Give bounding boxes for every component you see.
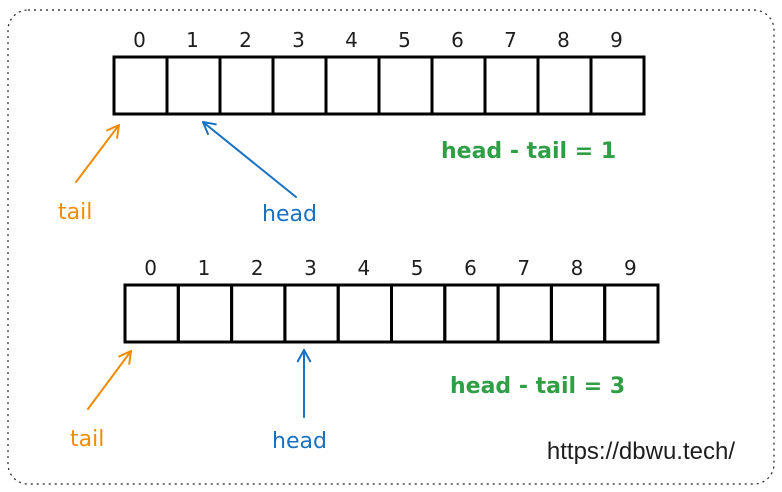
tail-label: tail bbox=[70, 427, 104, 452]
tail-arrow-head bbox=[106, 124, 120, 139]
tail-label: tail bbox=[58, 200, 92, 225]
head-arrow bbox=[202, 121, 297, 198]
index-label: 9 bbox=[624, 256, 637, 280]
array-cell bbox=[483, 55, 540, 116]
array-cell bbox=[496, 283, 553, 344]
array-cell bbox=[123, 283, 180, 344]
dashed-frame bbox=[7, 9, 775, 485]
array-cell bbox=[283, 283, 340, 344]
array-cell bbox=[377, 55, 434, 116]
index-label: 8 bbox=[557, 28, 570, 52]
index-label: 7 bbox=[504, 28, 517, 52]
head-label: head bbox=[262, 202, 317, 227]
index-label: 2 bbox=[239, 28, 252, 52]
index-label: 4 bbox=[357, 256, 370, 280]
index-label: 3 bbox=[304, 256, 317, 280]
array-cell bbox=[271, 55, 328, 116]
array-cell bbox=[390, 283, 447, 344]
array-cell bbox=[324, 55, 381, 116]
equation-label: head - tail = 1 bbox=[441, 139, 616, 164]
index-label: 8 bbox=[571, 256, 584, 280]
equation-label: head - tail = 3 bbox=[450, 374, 625, 399]
index-label: 4 bbox=[345, 28, 358, 52]
index-label: 6 bbox=[451, 28, 464, 52]
index-label: 1 bbox=[186, 28, 199, 52]
watermark-url: https://dbwu.tech/ bbox=[547, 438, 735, 465]
array-cell bbox=[603, 283, 660, 344]
index-label: 2 bbox=[251, 256, 264, 280]
index-label: 7 bbox=[517, 256, 530, 280]
array-cell bbox=[230, 283, 287, 344]
index-label: 6 bbox=[464, 256, 477, 280]
index-label: 0 bbox=[133, 28, 146, 52]
index-label: 1 bbox=[198, 256, 211, 280]
array-cell bbox=[536, 55, 593, 116]
tail-arrow bbox=[75, 124, 120, 183]
index-label: 0 bbox=[144, 256, 157, 280]
array-cell bbox=[443, 283, 500, 344]
head-label: head bbox=[272, 429, 327, 454]
tail-arrow bbox=[87, 350, 132, 410]
array-diagram-1: 0 1 2 3 4 5 6 7 8 9 tail head head - tail = 1 bbox=[58, 28, 646, 227]
array-cell bbox=[589, 55, 646, 116]
index-label: 9 bbox=[610, 28, 623, 52]
array-cell bbox=[165, 55, 222, 116]
array-cell bbox=[336, 283, 394, 344]
array-cell bbox=[112, 55, 169, 116]
tail-arrow-head bbox=[118, 350, 132, 365]
array-cell bbox=[176, 283, 234, 344]
index-label: 5 bbox=[398, 28, 411, 52]
array-cell bbox=[218, 55, 275, 116]
head-arrow-head bbox=[202, 121, 217, 136]
array-cell bbox=[549, 283, 607, 344]
head-arrow-head bbox=[296, 349, 312, 363]
index-label: 5 bbox=[411, 256, 424, 280]
array-cell bbox=[430, 55, 487, 116]
index-label: 3 bbox=[292, 28, 305, 52]
array-diagram-2: 0 1 2 3 4 5 6 7 8 9 tail head head - tail = 3 bbox=[70, 256, 660, 454]
